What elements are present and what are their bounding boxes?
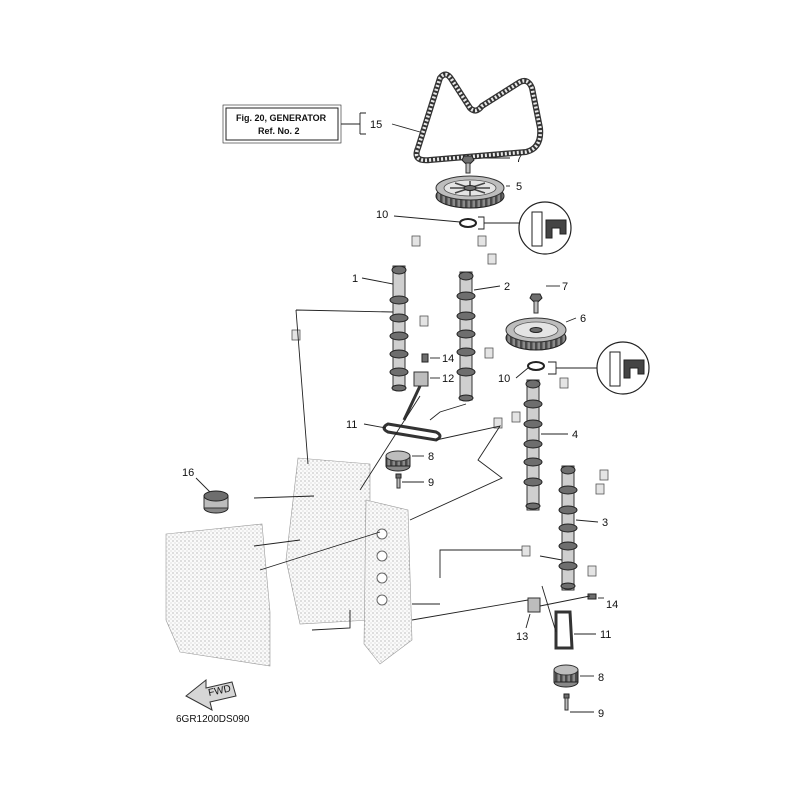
callout-4[interactable]: 4 — [572, 429, 578, 441]
callout-15[interactable]: 15 — [370, 119, 382, 131]
bolt-14-upper[interactable] — [421, 353, 429, 363]
washer-lower[interactable] — [527, 361, 545, 371]
callout-8-upper[interactable]: 8 — [428, 451, 434, 463]
diagram-code: 6GR1200DS090 — [176, 714, 250, 725]
washer-upper[interactable] — [459, 218, 477, 228]
timing-chain-upper[interactable] — [382, 422, 442, 442]
drive-belt[interactable] — [413, 71, 544, 164]
bolt-right[interactable] — [529, 293, 543, 314]
callout-8-lower[interactable]: 8 — [598, 672, 604, 684]
callout-7-top[interactable]: 7 — [516, 153, 522, 165]
callout-3[interactable]: 3 — [602, 517, 608, 529]
callout-7-right[interactable]: 7 — [562, 281, 568, 293]
cam-pulley-upper[interactable] — [435, 175, 505, 209]
chain-tensioner-12[interactable] — [402, 371, 429, 421]
callout-5[interactable]: 5 — [516, 181, 522, 193]
camshaft-4[interactable] — [523, 379, 543, 511]
valve-lifters-lower[interactable] — [493, 377, 609, 577]
cam-pulley-lower[interactable] — [505, 317, 567, 351]
camshaft-1[interactable] — [389, 265, 409, 392]
timing-chain-lower[interactable] — [554, 610, 574, 650]
callout-10-top[interactable]: 10 — [376, 209, 388, 221]
reference-title: Fig. 20, GENERATOR — [236, 113, 327, 123]
forward-arrow-icon: FWD — [185, 678, 237, 711]
callout-11-upper[interactable]: 11 — [346, 419, 357, 431]
callout-12[interactable]: 12 — [442, 373, 454, 385]
cylinder-head-left — [165, 523, 271, 667]
callout-1[interactable]: 1 — [352, 273, 358, 285]
reference-box[interactable]: Fig. 20, GENERATOR Ref. No. 2 — [222, 104, 366, 144]
leader-lines — [253, 309, 591, 633]
detail-view-upper[interactable] — [518, 201, 572, 255]
bolt-9-lower[interactable] — [563, 693, 570, 711]
callout-9-lower[interactable]: 9 — [598, 708, 604, 720]
cylinder-block-center — [285, 457, 371, 625]
callout-labels: 15 7 5 10 1 2 7 6 14 12 10 11 4 8 9 16 3… — [182, 119, 618, 720]
crank-sprocket-lower[interactable] — [553, 664, 579, 688]
chain-tensioner-13[interactable] — [527, 597, 541, 613]
callout-2[interactable]: 2 — [504, 281, 510, 293]
crank-sprocket-upper[interactable] — [385, 450, 411, 472]
reference-number: Ref. No. 2 — [258, 126, 300, 136]
callout-13[interactable]: 13 — [516, 631, 528, 643]
detail-view-lower[interactable] — [596, 341, 650, 395]
callout-14-upper[interactable]: 14 — [442, 353, 454, 365]
callout-11-lower[interactable]: 11 — [600, 629, 611, 641]
bolt-9-upper[interactable] — [395, 473, 402, 489]
callout-16[interactable]: 16 — [182, 467, 194, 479]
callout-10-lower[interactable]: 10 — [498, 373, 510, 385]
camshaft-2[interactable] — [456, 271, 476, 402]
oil-seal-16[interactable] — [203, 490, 229, 514]
callout-14-lower[interactable]: 14 — [606, 599, 618, 611]
callout-9-upper[interactable]: 9 — [428, 477, 434, 489]
fwd-label: FWD — [207, 683, 232, 698]
cylinder-block-right — [363, 499, 413, 665]
camshaft-3[interactable] — [558, 465, 578, 591]
valve-lifters-upper[interactable] — [291, 235, 497, 359]
callout-6[interactable]: 6 — [580, 313, 586, 325]
bolt-top[interactable] — [461, 155, 475, 174]
